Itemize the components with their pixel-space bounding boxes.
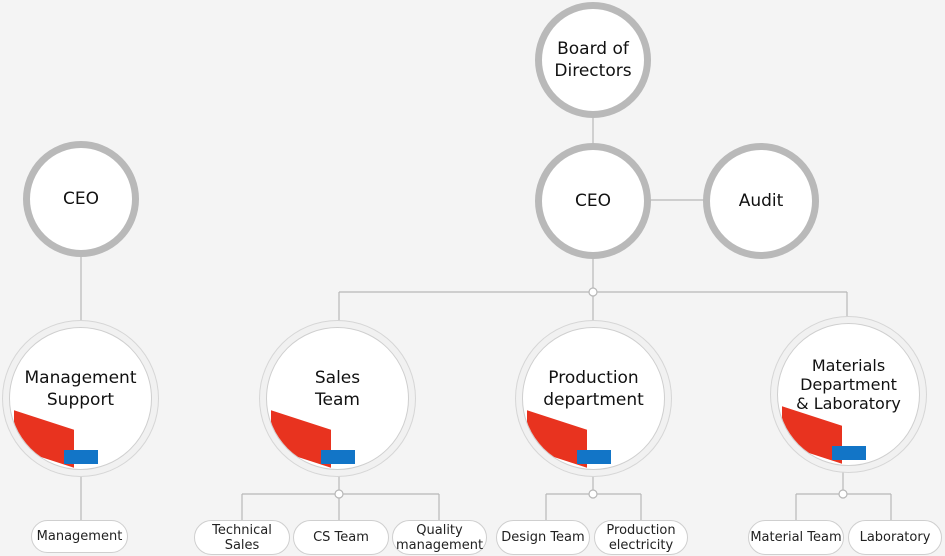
audit-label: Audit [738, 191, 784, 211]
blue-accent-shape [832, 446, 866, 460]
cs-team-node: CS Team [293, 520, 389, 555]
junction-dot-materials [838, 489, 848, 499]
junction-dot-ceo [588, 287, 598, 297]
production-department-label: Production department [543, 367, 644, 410]
technical-sales-label: Technical Sales [212, 522, 272, 553]
quality-management-node: Quality management [392, 520, 487, 555]
junction-dot-sales [334, 489, 344, 499]
audit-node: Audit [703, 143, 819, 259]
management-support-node: Management Support [9, 327, 152, 470]
cs-team-label: CS Team [313, 530, 369, 545]
sales-team-node: Sales Team [266, 327, 409, 470]
material-team-label: Material Team [750, 530, 842, 545]
board-of-directors-node: Board of Directors [535, 2, 651, 118]
ceo-left-node: CEO [23, 141, 139, 257]
management-team-node: Management [31, 520, 128, 553]
materials-department-label: Materials Department & Laboratory [796, 356, 901, 413]
production-electricity-node: Production electricity [594, 520, 688, 555]
technical-sales-node: Technical Sales [194, 520, 290, 555]
management-team-label: Management [36, 529, 123, 544]
design-team-node: Design Team [496, 520, 590, 555]
quality-management-label: Quality management [395, 522, 484, 553]
junction-dot-production [588, 489, 598, 499]
production-department-node: Production department [522, 327, 665, 470]
design-team-label: Design Team [501, 530, 585, 545]
laboratory-label: Laboratory [859, 530, 931, 545]
production-electricity-label: Production electricity [606, 522, 676, 553]
sales-team-label: Sales Team [314, 367, 361, 410]
laboratory-node: Laboratory [848, 520, 942, 555]
blue-accent-shape [577, 450, 611, 464]
material-team-node: Material Team [748, 520, 844, 555]
board-of-directors-label: Board of Directors [554, 39, 632, 81]
management-support-label: Management Support [24, 367, 137, 410]
blue-accent-shape [64, 450, 98, 464]
materials-department-node: Materials Department & Laboratory [777, 323, 920, 466]
ceo-label: CEO [575, 191, 611, 211]
ceo-left-label: CEO [63, 189, 99, 209]
blue-accent-shape [321, 450, 355, 464]
ceo-node: CEO [535, 143, 651, 259]
